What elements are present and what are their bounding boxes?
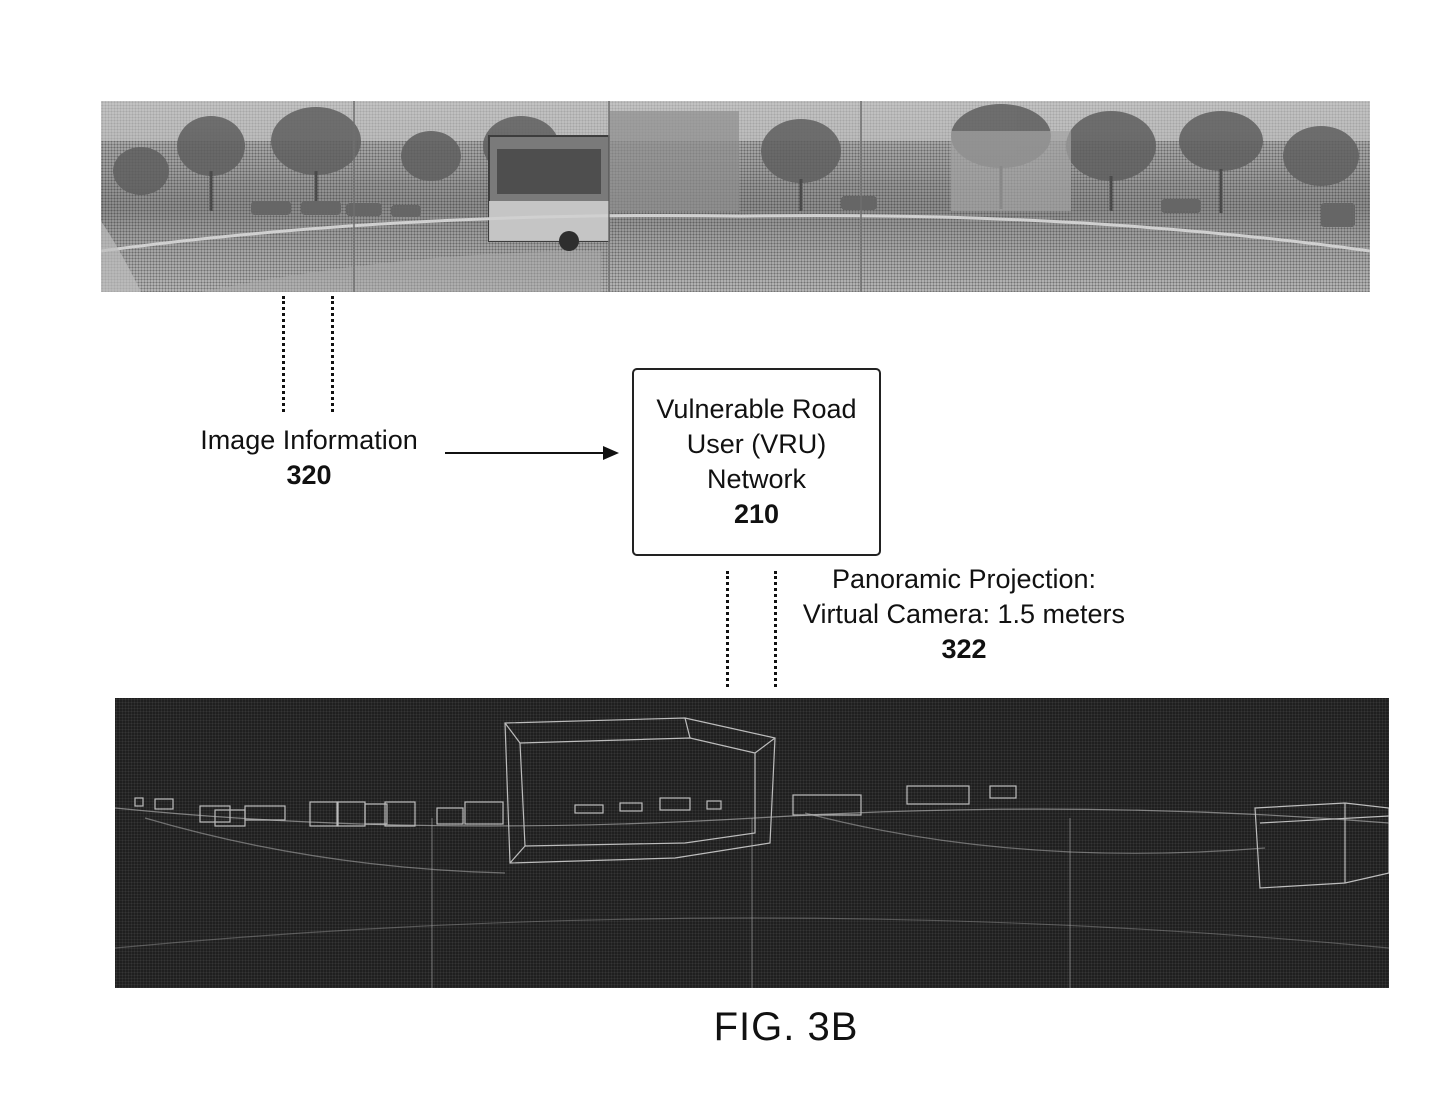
flow-arrow-line: [445, 452, 605, 454]
panoramic-projection-ref: 322: [941, 634, 987, 664]
vru-network-box: Vulnerable Road User (VRU) Network 210: [632, 368, 881, 556]
flow-arrow-head: [603, 446, 619, 460]
projected-bounding-boxes: [115, 717, 1389, 988]
panoramic-projection-line1: Panoramic Projection:: [831, 564, 1097, 594]
vru-network-ref: 210: [733, 499, 780, 529]
panoramic-camera-image: [101, 101, 1370, 292]
street-scene-illustration: [101, 101, 1370, 292]
image-info-connector-right: [331, 296, 334, 412]
figure-caption: FIG. 3B: [713, 1005, 859, 1049]
projection-connector-left: [726, 571, 729, 687]
vru-network-line2: User (VRU): [686, 429, 827, 459]
image-information-text: Image Information: [200, 425, 418, 455]
panoramic-projection-line2: Virtual Camera: 1.5 meters: [802, 599, 1126, 629]
image-information-ref: 320: [286, 460, 332, 490]
image-information-label: Image Information 320: [176, 423, 442, 493]
panoramic-projection-label: Panoramic Projection: Virtual Camera: 1.…: [783, 562, 1145, 667]
vru-network-line1: Vulnerable Road: [656, 394, 857, 424]
vru-network-line3: Network: [706, 464, 807, 494]
image-info-connector-left: [282, 296, 285, 412]
projection-connector-right: [774, 571, 777, 687]
panoramic-projection-image: [115, 698, 1389, 988]
